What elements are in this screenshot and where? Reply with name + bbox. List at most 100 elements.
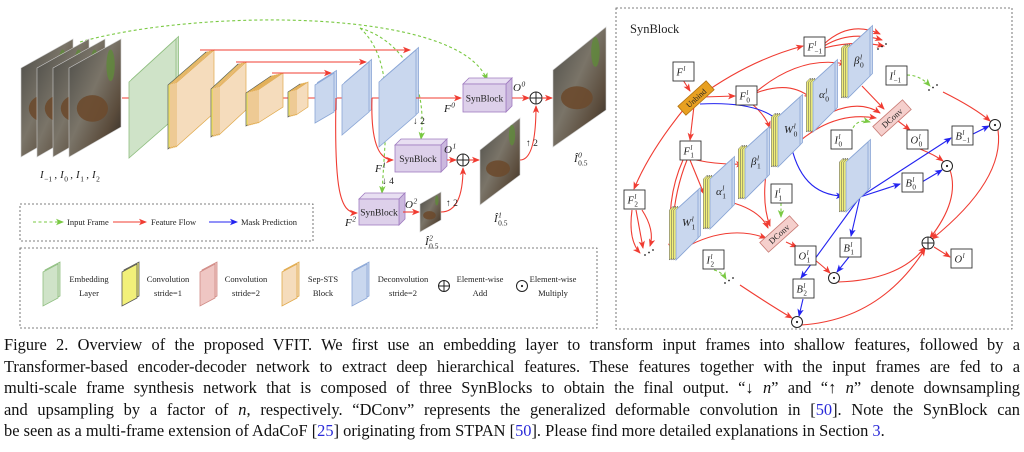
frame-i1-label-sub: 0.5 bbox=[498, 218, 508, 227]
box-i2-label-sup: l bbox=[711, 253, 713, 261]
synblock-2-label: SynBlock bbox=[360, 209, 398, 219]
box-b0-label-sub: 0 bbox=[912, 184, 916, 192]
element-wise-multiply-icon bbox=[791, 316, 803, 328]
legend-deconvolution-stride-2-label: stride=2 bbox=[389, 288, 417, 298]
box-i0-label-base: I bbox=[834, 136, 839, 147]
feature-flow-arrow bbox=[929, 169, 954, 239]
beta1-plane-plane-face bbox=[744, 128, 768, 200]
synblock-0: SynBlock bbox=[462, 77, 513, 113]
feature-flow-arrow bbox=[371, 97, 394, 164]
legend-convolution-stride-2-icon-face bbox=[199, 263, 216, 307]
section-link[interactable]: 3 bbox=[872, 421, 881, 441]
feature-flow-arrow bbox=[800, 248, 926, 326]
w1-plane-plane bbox=[675, 186, 701, 261]
w0-plane-label-sup: l bbox=[794, 121, 796, 130]
w0-plane-plane bbox=[777, 93, 803, 168]
beta0-plane-label-sup: l bbox=[860, 52, 862, 61]
box-fm1-label-base: F bbox=[807, 43, 815, 54]
citation-link[interactable]: 50 bbox=[815, 399, 833, 419]
caption-text: ]. Note the SynBlock can bbox=[832, 399, 1020, 419]
input-frames-label-base: I bbox=[75, 169, 81, 181]
input-frame-arrow bbox=[79, 19, 488, 81]
w1-plane-label-sup: l bbox=[692, 214, 694, 223]
box-bm1-label-base: B bbox=[956, 132, 963, 143]
feature-f0-label-sup: 0 bbox=[451, 100, 455, 109]
synblock-panel-box bbox=[615, 7, 1013, 330]
legend-convolution-stride-2-icon bbox=[199, 261, 218, 307]
box-i0-label-sub: 0 bbox=[839, 141, 843, 149]
legend-element-wise-multiply-label: Element-wise bbox=[530, 274, 577, 284]
citation-link[interactable]: 25 bbox=[317, 421, 334, 441]
deconv-block-2 bbox=[341, 58, 372, 136]
output-frame-1-foliage bbox=[508, 124, 516, 146]
element-wise-add bbox=[529, 91, 543, 105]
element-wise-add-icon bbox=[921, 236, 935, 250]
element-wise-add bbox=[456, 153, 470, 167]
caption-text: ” and “↑ bbox=[771, 378, 846, 398]
legend-sep-sts-block-label: Sep-STS bbox=[308, 274, 339, 284]
mask-prediction-arrow bbox=[836, 256, 850, 273]
feature-flow-arrow bbox=[689, 232, 767, 246]
caption-line: be seen as a multi-frame extension of Ad… bbox=[4, 420, 1020, 442]
mask-plane-plane-face bbox=[845, 141, 869, 213]
feature-flow-arrow bbox=[814, 259, 831, 274]
box-b2-label-sub: 2 bbox=[803, 290, 807, 298]
box-im1-label-sub: −1 bbox=[894, 77, 902, 85]
output-frame-0 bbox=[552, 26, 607, 148]
legend-deconvolution-stride-2-icon bbox=[351, 261, 370, 307]
feature-flow-arrow bbox=[751, 103, 771, 129]
box-i1-label-base: I bbox=[774, 190, 779, 201]
box-o0-label-base: O bbox=[911, 136, 919, 147]
input-frames-label-base: I bbox=[59, 169, 65, 181]
element-wise-add-icon bbox=[438, 280, 450, 292]
mask-prediction-arrow bbox=[849, 196, 861, 237]
mask-prediction-arrow bbox=[859, 137, 952, 198]
output-o0-label-base: O bbox=[513, 82, 521, 94]
box-i2-label-base: I bbox=[706, 256, 711, 267]
element-wise-multiply-icon bbox=[941, 160, 953, 172]
box-f2-label-base: F bbox=[627, 196, 635, 207]
caption-line: Figure 2. Overview of the proposed VFIT.… bbox=[4, 334, 1020, 356]
frame-i0-label-base: Î bbox=[573, 153, 579, 165]
synblock-2: SynBlock bbox=[358, 192, 406, 226]
box-o0-label-sub: 0 bbox=[919, 141, 923, 149]
mask-prediction-arrow bbox=[797, 298, 804, 317]
alpha1-plane-label-sub: 1 bbox=[722, 191, 726, 200]
synblock-0-label: SynBlock bbox=[466, 95, 504, 105]
citation-link[interactable]: 50 bbox=[515, 421, 532, 441]
caption-text: ] originating from STPAN [ bbox=[333, 421, 516, 441]
alpha0-plane-label-base: α bbox=[819, 89, 825, 101]
output-frame-2-bear bbox=[423, 211, 436, 220]
box-o1-label-sub: 1 bbox=[807, 257, 811, 265]
frame-i1-label-base: Î bbox=[493, 213, 499, 225]
legend-deconvolution-stride-2-icon-face bbox=[351, 263, 368, 307]
sep-sts-block-4 bbox=[287, 81, 309, 118]
deconv-block-2-face bbox=[341, 61, 370, 136]
box-f0-label-sup: l bbox=[746, 89, 748, 97]
alpha1-plane-plane bbox=[709, 155, 735, 230]
input-frames-label-sub: 1 bbox=[80, 174, 84, 183]
